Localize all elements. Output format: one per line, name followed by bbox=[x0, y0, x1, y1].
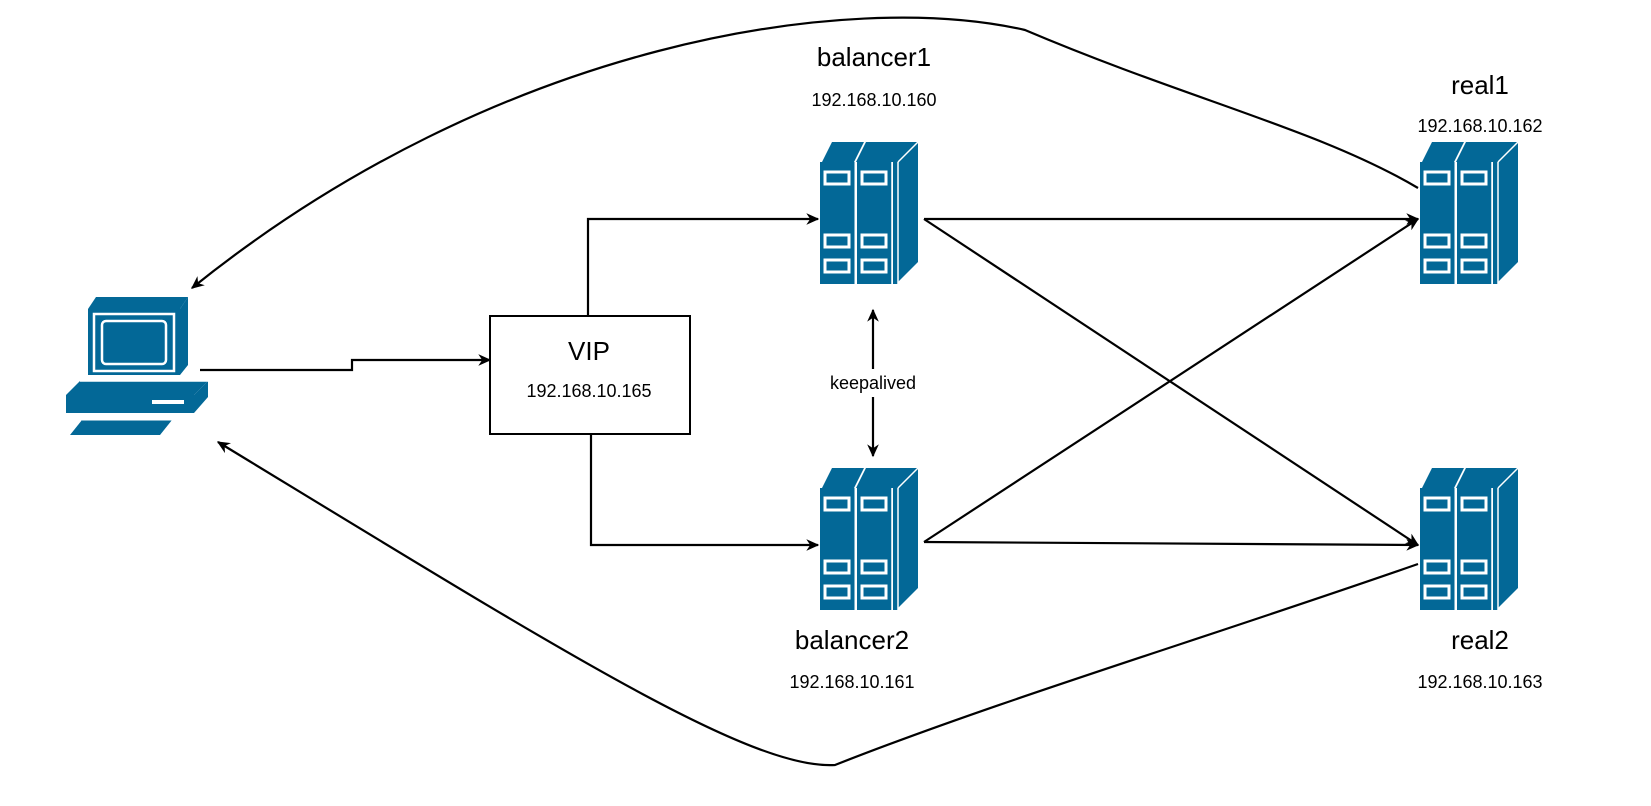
server-icon bbox=[818, 466, 920, 612]
vip-ip: 192.168.10.165 bbox=[526, 381, 651, 401]
edge-balancer2-to-real2 bbox=[923, 539, 1420, 551]
balancer1-ip: 192.168.10.160 bbox=[811, 90, 936, 110]
real1-name: real1 bbox=[1451, 70, 1509, 100]
real2-ip: 192.168.10.163 bbox=[1417, 672, 1542, 692]
edge-vip-to-balancer1 bbox=[586, 213, 820, 316]
vip-box bbox=[489, 315, 691, 435]
real2-name: real2 bbox=[1451, 625, 1509, 655]
balancer1-name: balancer1 bbox=[817, 42, 931, 72]
real1-node[interactable]: real1 192.168.10.162 bbox=[1417, 70, 1543, 286]
server-icon bbox=[818, 140, 920, 286]
edge-balancer2-to-real1 bbox=[923, 218, 1420, 543]
vip-name: VIP bbox=[568, 336, 610, 366]
edge-balancer1-to-real2 bbox=[923, 218, 1420, 546]
edge-client-to-vip bbox=[200, 354, 492, 372]
edge-real2-to-client bbox=[216, 441, 1419, 767]
balancer2-node[interactable]: balancer2 192.168.10.161 bbox=[789, 466, 920, 692]
balancer2-name: balancer2 bbox=[795, 625, 909, 655]
computer-icon bbox=[66, 297, 208, 435]
keepalived-label-group: keepalived bbox=[826, 369, 920, 397]
edge-real1-to-client bbox=[190, 16, 1419, 289]
keepalived-label: keepalived bbox=[830, 373, 916, 393]
balancer2-ip: 192.168.10.161 bbox=[789, 672, 914, 692]
server-icon bbox=[1418, 140, 1520, 286]
client-computer[interactable] bbox=[66, 297, 208, 435]
server-icon bbox=[1418, 466, 1520, 612]
vip-node[interactable]: VIP 192.168.10.165 bbox=[489, 315, 691, 435]
real1-ip: 192.168.10.162 bbox=[1417, 116, 1542, 136]
balancer1-node[interactable]: balancer1 192.168.10.160 bbox=[811, 42, 937, 286]
real2-node[interactable]: real2 192.168.10.163 bbox=[1417, 466, 1543, 692]
edge-vip-to-balancer2 bbox=[589, 434, 820, 551]
connectors bbox=[190, 16, 1420, 767]
